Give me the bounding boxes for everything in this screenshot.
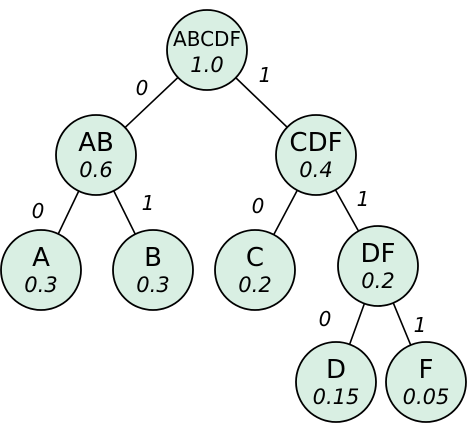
node-circle (385, 341, 467, 423)
bit-label-cdf-df: 1 (357, 187, 370, 211)
bit-label-ab-b: 1 (142, 191, 155, 215)
node-circle (0, 229, 82, 311)
node-weight: 0.05 (403, 385, 450, 409)
node-df: DF0.2 (337, 225, 419, 307)
edges-layer (40, 49, 427, 383)
nodes-layer: ABCDF1.0AB0.6CDF0.4A0.3B0.3C0.2DF0.2D0.1… (0, 9, 467, 423)
bit-label-ab-a: 0 (32, 199, 45, 223)
node-b: B0.3 (112, 229, 194, 311)
node-weight: 0.4 (299, 158, 332, 182)
node-weight: 1.0 (190, 53, 223, 77)
node-name: F (419, 355, 434, 385)
node-circle (55, 114, 137, 196)
node-a: A0.3 (0, 229, 82, 311)
node-weight: 0.3 (136, 273, 169, 297)
node-name: DF (361, 239, 396, 269)
bit-label-df-f: 1 (414, 313, 427, 337)
node-weight: 0.3 (24, 273, 57, 297)
node-weight: 0.15 (313, 385, 360, 409)
node-weight: 0.2 (238, 273, 271, 297)
node-name: AB (78, 128, 114, 158)
node-name: CDF (289, 128, 342, 158)
node-c: C0.2 (214, 229, 296, 311)
node-d: D0.15 (295, 341, 377, 423)
node-name: D (326, 355, 346, 385)
node-name: B (144, 243, 162, 273)
node-circle (337, 225, 419, 307)
node-weight: 0.2 (361, 269, 394, 293)
node-ab: AB0.6 (55, 114, 137, 196)
node-f: F0.05 (385, 341, 467, 423)
node-circle (214, 229, 296, 311)
node-name: A (32, 243, 50, 273)
bit-label-cdf-c: 0 (252, 194, 265, 218)
node-circle (112, 229, 194, 311)
node-circle (275, 114, 357, 196)
bit-label-df-d: 0 (319, 307, 332, 331)
bit-label-abcdf-ab: 0 (136, 76, 149, 100)
node-name: ABCDF (173, 27, 241, 51)
node-weight: 0.6 (79, 158, 112, 182)
bit-label-abcdf-cdf: 1 (259, 63, 272, 87)
node-circle (166, 9, 248, 91)
node-name: C (246, 243, 264, 273)
node-circle (295, 341, 377, 423)
bit-labels-layer: 0 1 0 1 0 1 0 1 (32, 63, 427, 337)
